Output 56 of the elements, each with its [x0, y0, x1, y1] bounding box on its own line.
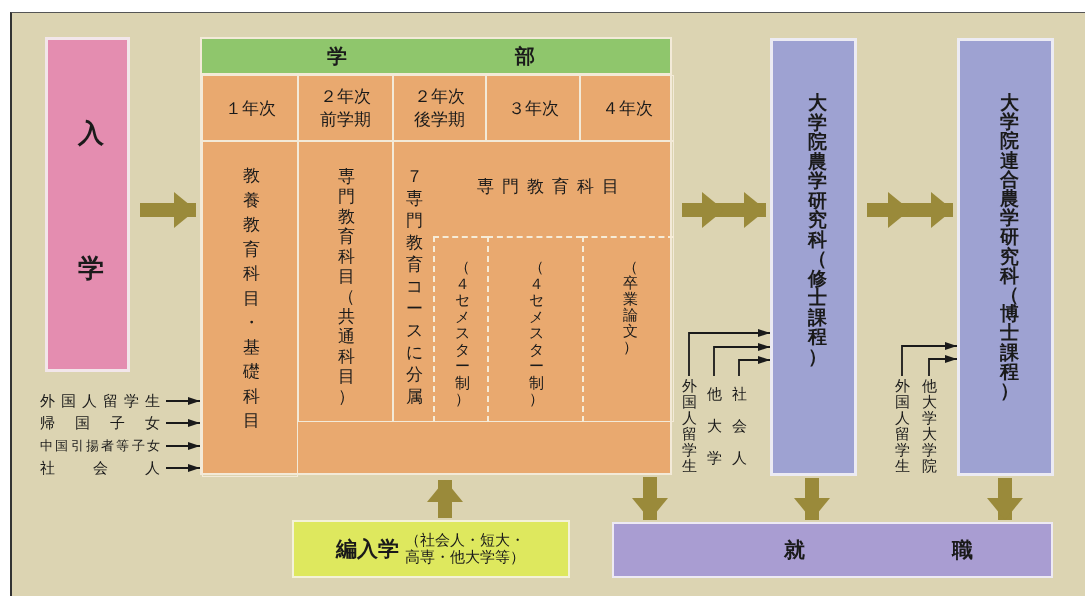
stage-box [45, 37, 130, 372]
arrow [713, 343, 771, 377]
block-arrow [682, 192, 766, 228]
graduate-label: 大学院連合農学研究科（博士課程） [998, 93, 1020, 401]
entry-label: 中国引揚者等子女 [40, 436, 160, 456]
block-arrow [427, 480, 463, 518]
arrow [165, 464, 201, 472]
block-arrow [987, 478, 1023, 520]
transfer-label: 編入学 [335, 536, 399, 563]
subject-column [298, 141, 393, 422]
entry-label: 他大学 [705, 378, 723, 474]
semester-cell [433, 236, 487, 422]
semester-label: （４セメスター制） [454, 259, 471, 408]
year-cell: ２年次後学期 [393, 75, 486, 141]
heading-band: 学部 [202, 39, 670, 75]
entry-label: 外国人留学生 [893, 378, 911, 474]
arrow [688, 329, 771, 377]
arrow [165, 397, 201, 405]
arrow [165, 442, 201, 450]
year-cell: １年次 [202, 75, 298, 141]
employment-label: 就職 [783, 537, 974, 564]
year-cell: ２年次前学期 [298, 75, 393, 141]
year-cell: ３年次 [486, 75, 580, 141]
block-arrow [632, 477, 668, 520]
transfer-note: （社会人・短大・高専・他大学等） [403, 531, 526, 567]
thesis-cell [582, 236, 674, 422]
entry-label: 外国人留学生 [680, 378, 698, 474]
subject-column [202, 141, 298, 477]
block-arrow [140, 192, 196, 228]
subject-label: 教養教育科目・基礎科目 [242, 164, 261, 432]
arrow [738, 356, 771, 377]
semester-cell [487, 236, 582, 422]
entry-label: 帰国子女 [40, 413, 160, 433]
entry-label: 外国人留学生 [40, 391, 160, 411]
transfer-box [292, 520, 570, 578]
course-label: ７専門教育コースに分属 [405, 165, 424, 407]
graduate-label: 大学院農学研究科（修士課程） [806, 93, 828, 366]
arrow [901, 342, 958, 377]
block-arrow [794, 478, 830, 520]
graduate-box [770, 38, 857, 476]
year-cell: ４年次 [580, 75, 674, 141]
entry-label: 社会人 [730, 378, 748, 474]
subject-label: 専門教育科目（共通科目） [337, 166, 356, 406]
thesis-label: （卒業論文） [622, 259, 639, 355]
course-heading: 専門教育科目 [475, 174, 628, 198]
faculty-box [200, 37, 672, 475]
course-box [393, 141, 674, 422]
stage-label: 入学 [76, 117, 105, 285]
arrow [165, 419, 201, 427]
semester-label: （４セメスター制） [528, 259, 545, 408]
arrow [928, 355, 958, 377]
employment-box [612, 522, 1053, 578]
graduate-box [957, 38, 1054, 476]
entry-label: 他大学大学院 [920, 378, 938, 474]
block-arrow [867, 192, 953, 228]
entry-label: 社会人 [40, 458, 160, 478]
